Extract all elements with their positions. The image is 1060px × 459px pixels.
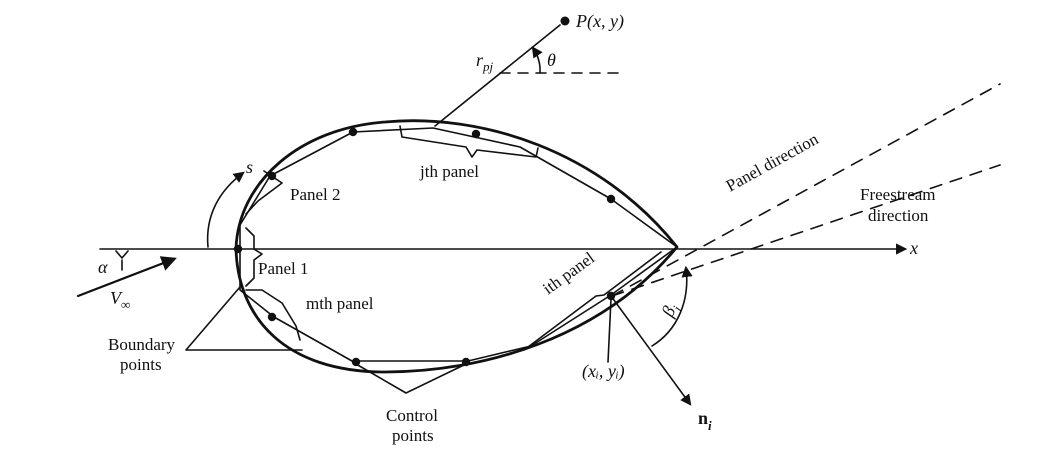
point-p-label: P(x, y) xyxy=(575,11,624,32)
point-p-dot xyxy=(560,16,570,26)
s-arc xyxy=(206,171,245,248)
boundary-label-2: points xyxy=(120,355,162,374)
panel1-brace xyxy=(245,227,263,287)
control-point xyxy=(461,357,471,367)
normal-vector-label: ni xyxy=(698,408,712,433)
v-infinity-label: V∞ xyxy=(110,288,130,312)
theta-arc xyxy=(531,46,543,74)
panel2-brace xyxy=(245,170,283,215)
control-point xyxy=(267,312,277,322)
panel-direction-label: Panel direction xyxy=(723,129,822,196)
xy-label: (xᵢ, yᵢ) xyxy=(582,361,625,382)
alpha-tick xyxy=(115,250,129,259)
ith-panel-label: ith panel xyxy=(539,248,598,298)
r-pj-vector xyxy=(434,24,561,127)
mth-panel-brace xyxy=(245,289,301,341)
control-point xyxy=(348,127,358,137)
control-point xyxy=(606,194,616,204)
control-point xyxy=(233,244,243,254)
control-label-1: Control xyxy=(386,406,438,425)
control-leader xyxy=(355,363,467,394)
r-pj-label: rpj xyxy=(476,50,494,74)
freestream-label-2: direction xyxy=(868,206,929,225)
jth-panel-brace xyxy=(399,125,539,158)
x-axis-label: x xyxy=(909,238,918,258)
boundary-leader xyxy=(185,286,303,351)
boundary-label-1: Boundary xyxy=(108,335,176,354)
s-label: s xyxy=(246,157,253,177)
xy-leader xyxy=(607,298,612,363)
alpha-label: α xyxy=(98,257,108,277)
control-label-2: points xyxy=(392,426,434,445)
panel2-label: Panel 2 xyxy=(290,185,341,204)
freestream-label-1: Freestream xyxy=(860,185,936,204)
panel-direction-line xyxy=(611,83,1001,297)
control-point xyxy=(351,357,361,367)
control-point xyxy=(471,129,481,139)
normal-vector xyxy=(610,295,692,406)
mth-panel-label: mth panel xyxy=(306,294,374,313)
v-infinity-arrow xyxy=(76,256,177,298)
theta-label: θ xyxy=(547,50,556,70)
jth-panel-label: jth panel xyxy=(419,162,479,181)
panel1-label: Panel 1 xyxy=(258,259,309,278)
beta-label: βi xyxy=(657,299,685,322)
beta-arc xyxy=(651,265,693,347)
ith-panel-brace xyxy=(523,251,662,351)
freestream-direction-line xyxy=(611,164,1001,297)
